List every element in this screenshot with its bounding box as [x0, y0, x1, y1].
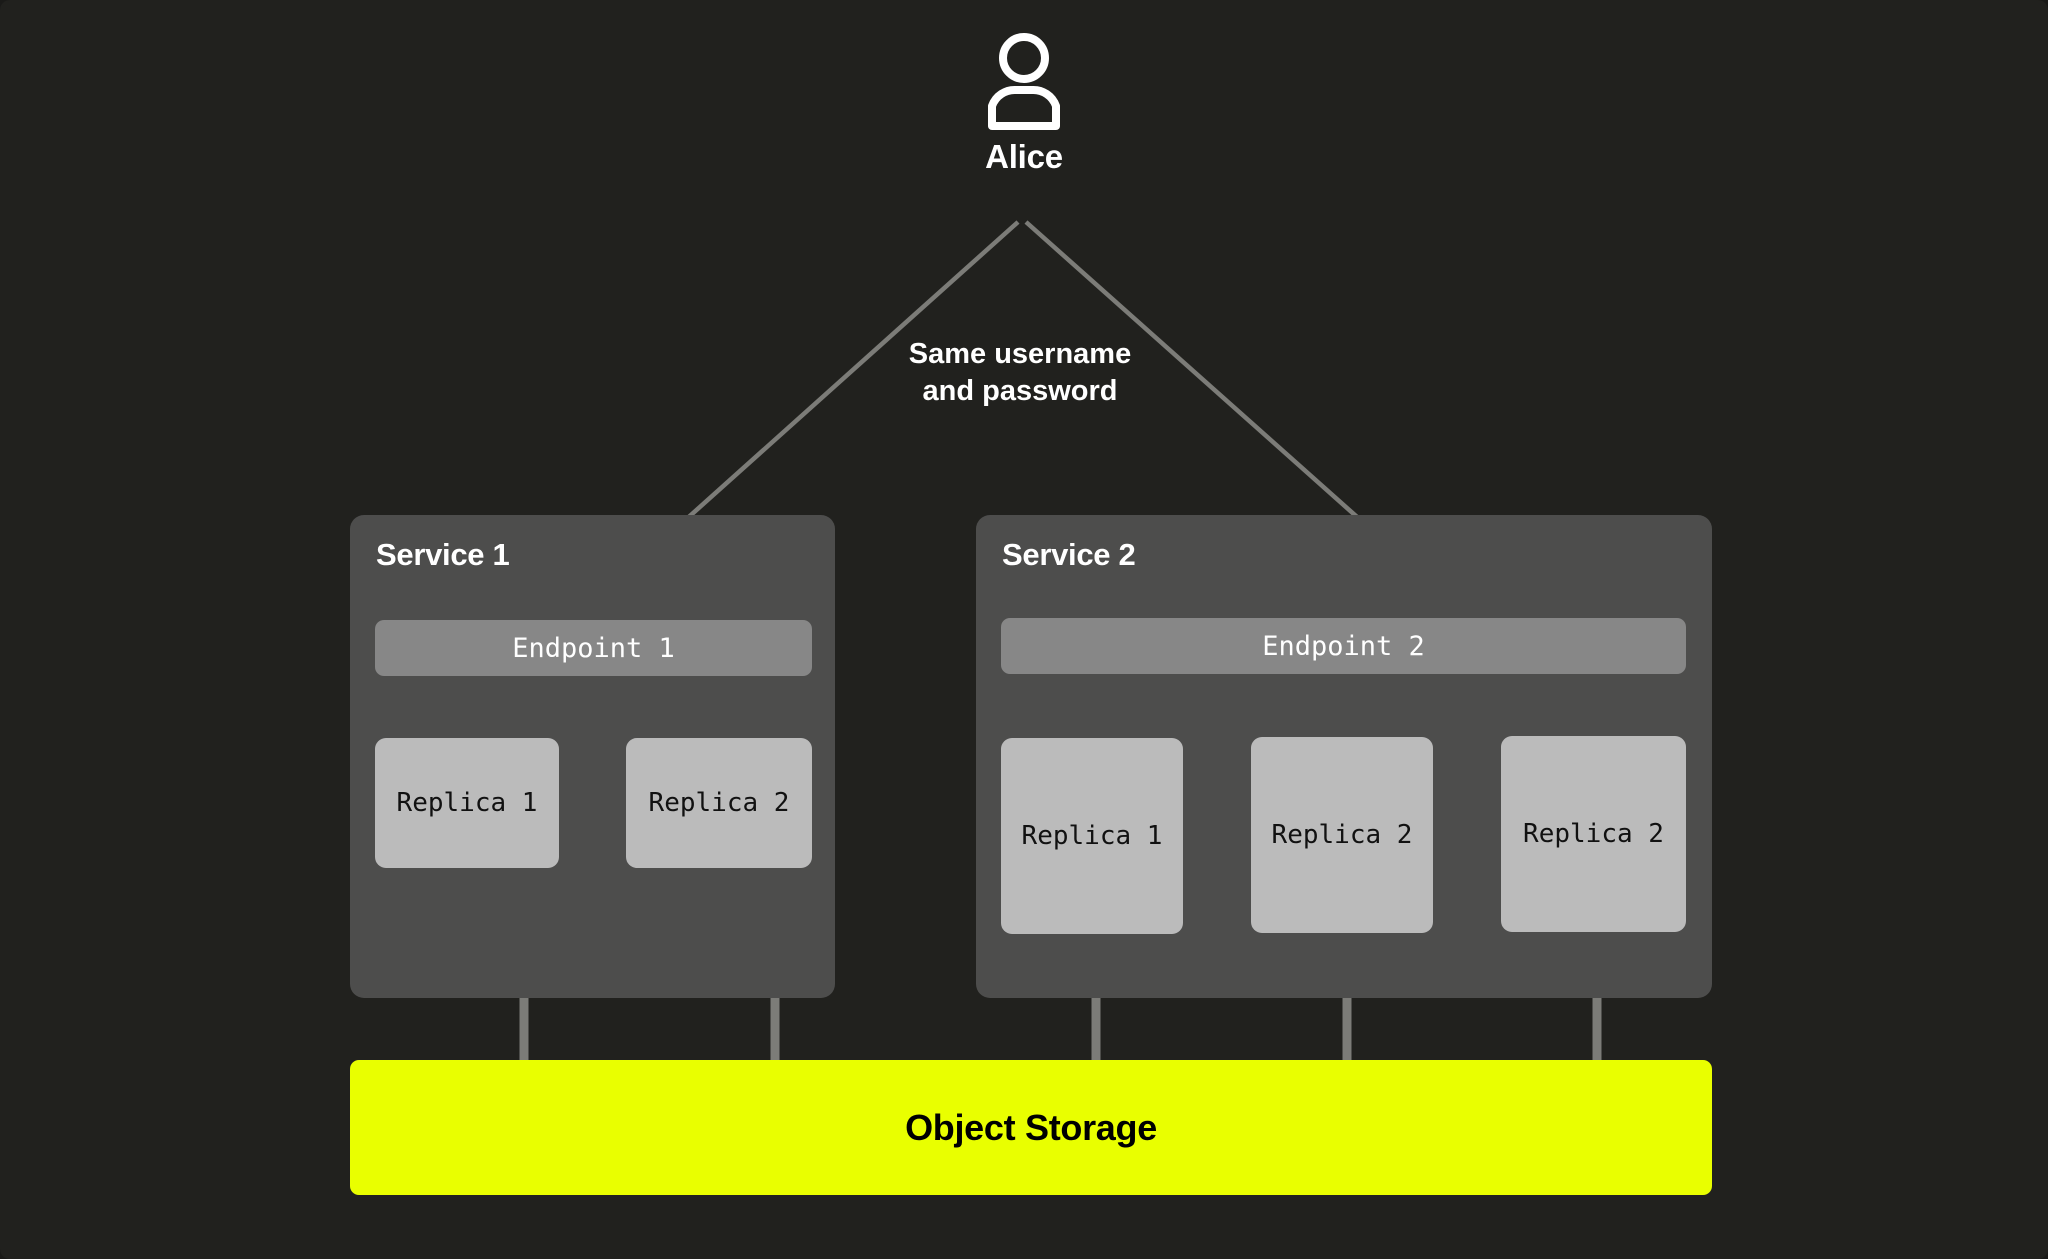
- service-2-replica-3-label: Replica 2: [1523, 819, 1664, 849]
- service-1-replica-2[interactable]: Replica 2: [626, 738, 812, 868]
- service-1-replica-2-label: Replica 2: [648, 788, 790, 818]
- user-icon: [988, 33, 1060, 130]
- service-1-replica-1-label: Replica 1: [396, 788, 538, 818]
- service-1-replica-1[interactable]: Replica 1: [375, 738, 559, 868]
- service-2-replica-1-label: Replica 1: [1021, 821, 1163, 851]
- service-2-replica-1[interactable]: Replica 1: [1001, 738, 1183, 934]
- object-storage-label: Object Storage: [905, 1106, 1157, 1148]
- endpoint-2-label: Endpoint 2: [1262, 630, 1425, 662]
- endpoint-2[interactable]: Endpoint 2: [1001, 618, 1686, 674]
- service-2-replica-2[interactable]: Replica 2: [1251, 737, 1433, 933]
- actor-label: Alice: [985, 138, 1063, 175]
- annotation-credentials: Same username and password: [764, 336, 1276, 410]
- endpoint-1-label: Endpoint 1: [512, 632, 675, 664]
- service-2-title: Service 2: [1002, 537, 1136, 572]
- object-storage-bar[interactable]: Object Storage: [350, 1060, 1712, 1195]
- service-1-title: Service 1: [376, 537, 510, 572]
- annotation-line-2: and password: [922, 375, 1118, 408]
- annotation-line-1: Same username: [908, 338, 1132, 370]
- endpoint-1[interactable]: Endpoint 1: [375, 620, 812, 676]
- service-2-replica-3[interactable]: Replica 2: [1501, 736, 1686, 932]
- service-2-replica-2-label: Replica 2: [1271, 820, 1413, 850]
- actor-alice: Alice: [0, 30, 2048, 176]
